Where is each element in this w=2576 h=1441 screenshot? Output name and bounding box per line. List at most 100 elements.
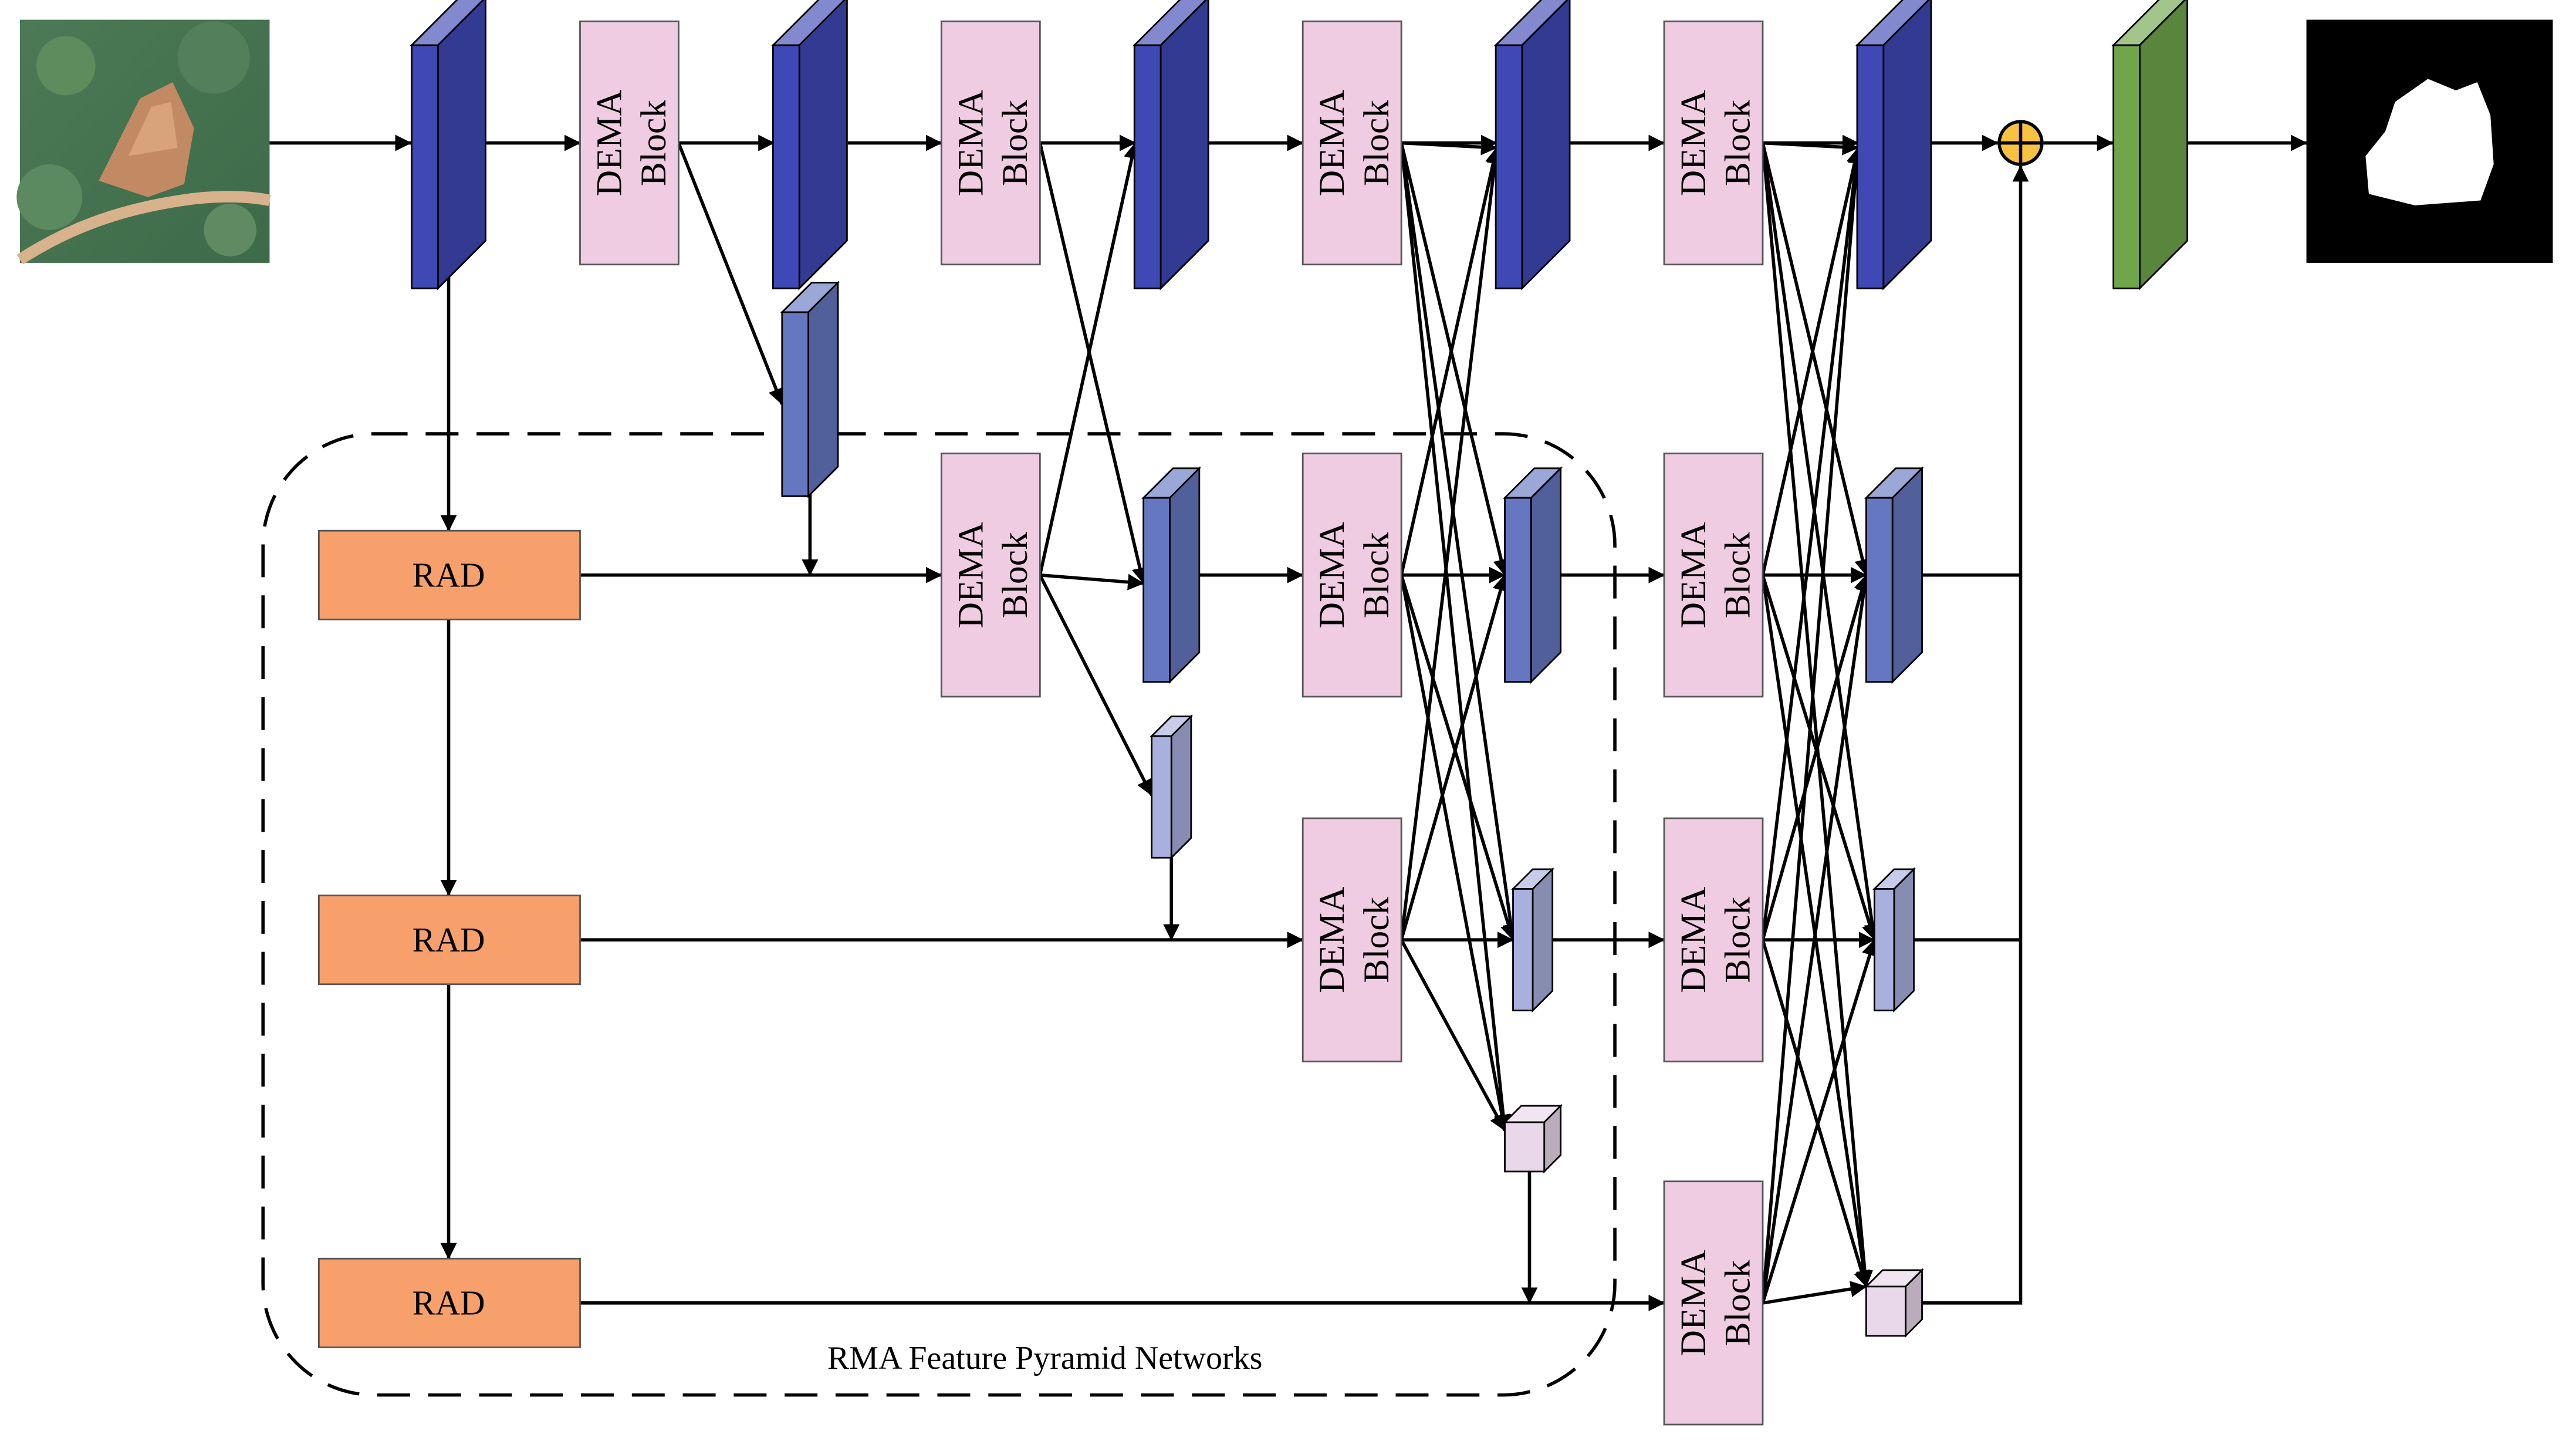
dema-block-box xyxy=(1663,20,1764,266)
dema-block-label-line1: DEMA xyxy=(1312,89,1352,196)
cuboid-side xyxy=(807,281,839,498)
connection-lines xyxy=(269,134,2307,1311)
dema-block-label-line2: Block xyxy=(1718,896,1758,983)
cross-connection-arrow xyxy=(1761,147,1865,940)
cuboid-front xyxy=(2112,44,2141,289)
cuboid-front xyxy=(1873,888,1895,1011)
dema-block-box xyxy=(940,20,1041,266)
cross-connection-arrow xyxy=(1401,139,1497,156)
feature-map-3-3 xyxy=(1503,1103,1563,1174)
dema-block-label-line1: DEMA xyxy=(1312,522,1352,629)
dema-block-label-line1: DEMA xyxy=(951,89,990,196)
rad-box xyxy=(318,529,581,620)
cross-connection-arrow xyxy=(1399,574,1517,941)
rad-label: RAD xyxy=(413,921,485,959)
feature-map-4-1 xyxy=(1864,466,1924,684)
dema-block-label-line1: DEMA xyxy=(1674,886,1713,993)
cross-connection-arrow xyxy=(1761,574,1870,940)
dema-block-label-line2: Block xyxy=(1718,100,1758,186)
cross-connection-arrow xyxy=(1761,142,1871,576)
cuboid-front xyxy=(1512,888,1534,1011)
connection-arrow xyxy=(677,142,785,405)
output-mask xyxy=(2306,19,2553,263)
cross-connection-arrow xyxy=(1761,147,1865,1304)
feature-map-1-0 xyxy=(771,0,848,291)
cross-connection-arrow xyxy=(1761,143,1873,1288)
cross-connection-arrow xyxy=(1399,143,1519,941)
cuboid-side xyxy=(1891,466,1923,684)
dema-block-box xyxy=(1663,817,1764,1062)
connection-arrow xyxy=(1038,142,1140,576)
feature-map-3-1 xyxy=(1503,466,1563,684)
feature-map-3-2 xyxy=(1511,867,1555,1013)
dema-block-label-line2: Block xyxy=(995,532,1035,618)
input-image xyxy=(16,19,271,265)
dema-block-label-line2: Block xyxy=(1718,532,1758,618)
encoder-feature-map xyxy=(410,0,486,291)
cross-connection-arrow xyxy=(1761,574,1872,1304)
downsampled-feature-map-1 xyxy=(780,281,840,498)
cuboid-side xyxy=(1521,0,1571,291)
dema-block-label-line1: DEMA xyxy=(951,522,990,629)
cuboid-side xyxy=(1530,466,1562,684)
cross-connection-arrow xyxy=(1399,147,1503,940)
segmentation-head xyxy=(2111,0,2189,291)
rad-block-1: RAD xyxy=(318,529,581,620)
rma-fpn-region xyxy=(261,432,1617,1397)
dema-block-label-line2: Block xyxy=(634,100,674,186)
dema-block-label-line1: DEMA xyxy=(1312,886,1352,993)
cuboid-side xyxy=(1159,0,1209,291)
cuboid-front xyxy=(411,44,439,289)
cuboid-side xyxy=(1170,714,1192,860)
cuboid-front xyxy=(1495,44,1523,289)
fuse-collector-arrow xyxy=(1922,165,2029,1305)
feature-map-2-0 xyxy=(1132,0,1209,291)
cuboid-side xyxy=(437,0,486,291)
rad-block-2: RAD xyxy=(318,895,581,986)
connection-arrow xyxy=(1040,573,1145,590)
rad-box xyxy=(318,895,581,986)
connection-arrow xyxy=(1038,574,1154,797)
cuboid-front xyxy=(781,311,809,497)
feature-map-4-2 xyxy=(1872,867,1916,1013)
dema-block-label-line1: DEMA xyxy=(1674,89,1713,196)
dema-block-label-line2: Block xyxy=(1357,896,1397,983)
dema-block-label-line2: Block xyxy=(1357,532,1397,618)
cuboid-front xyxy=(1133,44,1162,289)
cross-connection-arrow xyxy=(1399,574,1509,940)
cuboid-side xyxy=(1532,867,1554,1013)
cuboid-front xyxy=(772,44,800,289)
element-wise-sum-icon xyxy=(1997,120,2044,166)
cross-connection-arrow xyxy=(1761,147,1863,576)
dema-block-box xyxy=(940,453,1041,698)
cuboid-front xyxy=(1504,1121,1546,1173)
cross-connection-arrow xyxy=(1761,143,1881,941)
dema-block-box xyxy=(1301,453,1402,698)
cross-connection-arrow xyxy=(1399,575,1510,1132)
cuboid-side xyxy=(1882,0,1932,291)
cuboid-side xyxy=(1893,867,1915,1013)
dema-block-box xyxy=(1301,817,1402,1062)
dema-block-label-line2: Block xyxy=(995,100,1035,186)
cross-connection-arrow xyxy=(1761,574,1878,941)
dema-block-label-line2: Block xyxy=(1357,100,1397,186)
cross-connection-arrow xyxy=(1761,939,1878,1304)
